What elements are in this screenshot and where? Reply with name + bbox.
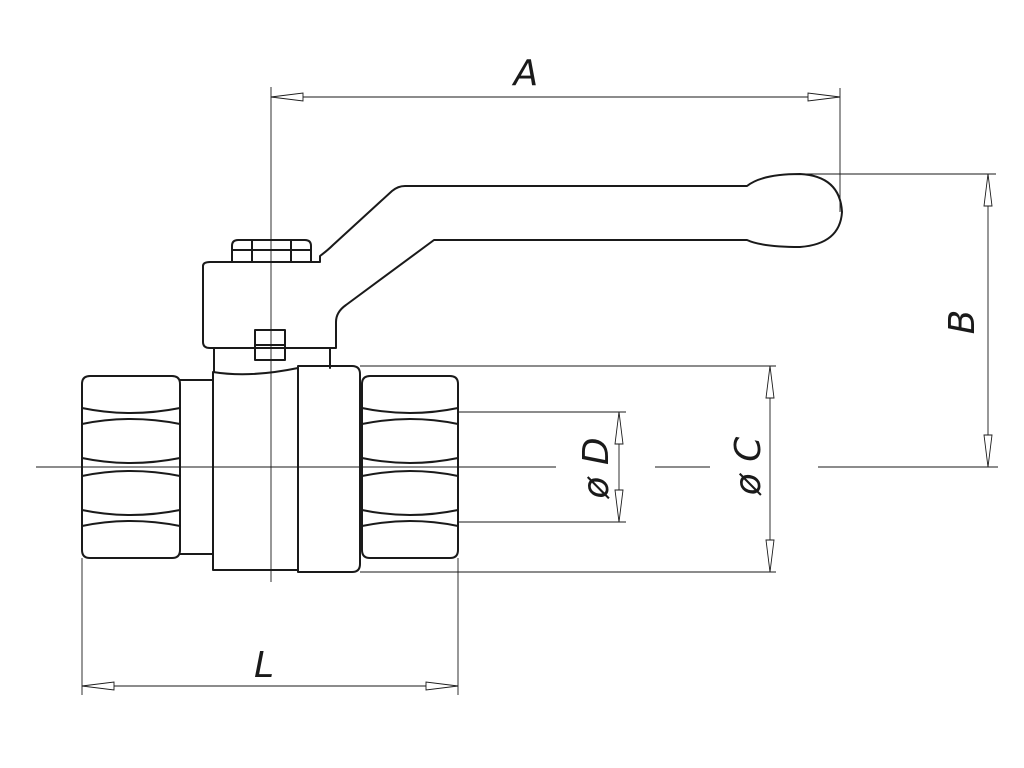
arrow-b-bottom: [983, 434, 993, 468]
label-d: ø D: [576, 437, 617, 499]
right-hex-nut: [361, 375, 459, 559]
lever-handle: [202, 173, 843, 349]
centerlines: [36, 87, 998, 582]
central-body: [212, 367, 299, 571]
arrow-c-bottom: [765, 539, 775, 573]
left-hex-facets: [81, 407, 181, 527]
valve-handle-assembly: [202, 173, 843, 373]
right-collar: [297, 365, 361, 573]
arrow-a-left: [270, 92, 304, 102]
arrow-c-top: [765, 365, 775, 399]
extension-lines: [81, 88, 996, 695]
arrow-l-left: [81, 681, 115, 691]
label-a: A: [512, 53, 539, 94]
dimension-labels: A B ø C ø D L: [254, 53, 983, 686]
label-l: L: [254, 645, 274, 686]
top-nut: [231, 239, 312, 263]
dimension-lines: [81, 92, 993, 691]
arrow-d-bottom: [614, 489, 624, 523]
arrow-l-right: [425, 681, 459, 691]
valve-body: [81, 365, 459, 573]
label-c: ø C: [728, 436, 769, 496]
left-hex-nut: [81, 375, 181, 559]
right-hex-facets: [361, 407, 459, 527]
arrow-b-top: [983, 173, 993, 207]
arrow-a-right: [807, 92, 841, 102]
arrow-d-top: [614, 411, 624, 445]
label-b: B: [942, 310, 983, 335]
